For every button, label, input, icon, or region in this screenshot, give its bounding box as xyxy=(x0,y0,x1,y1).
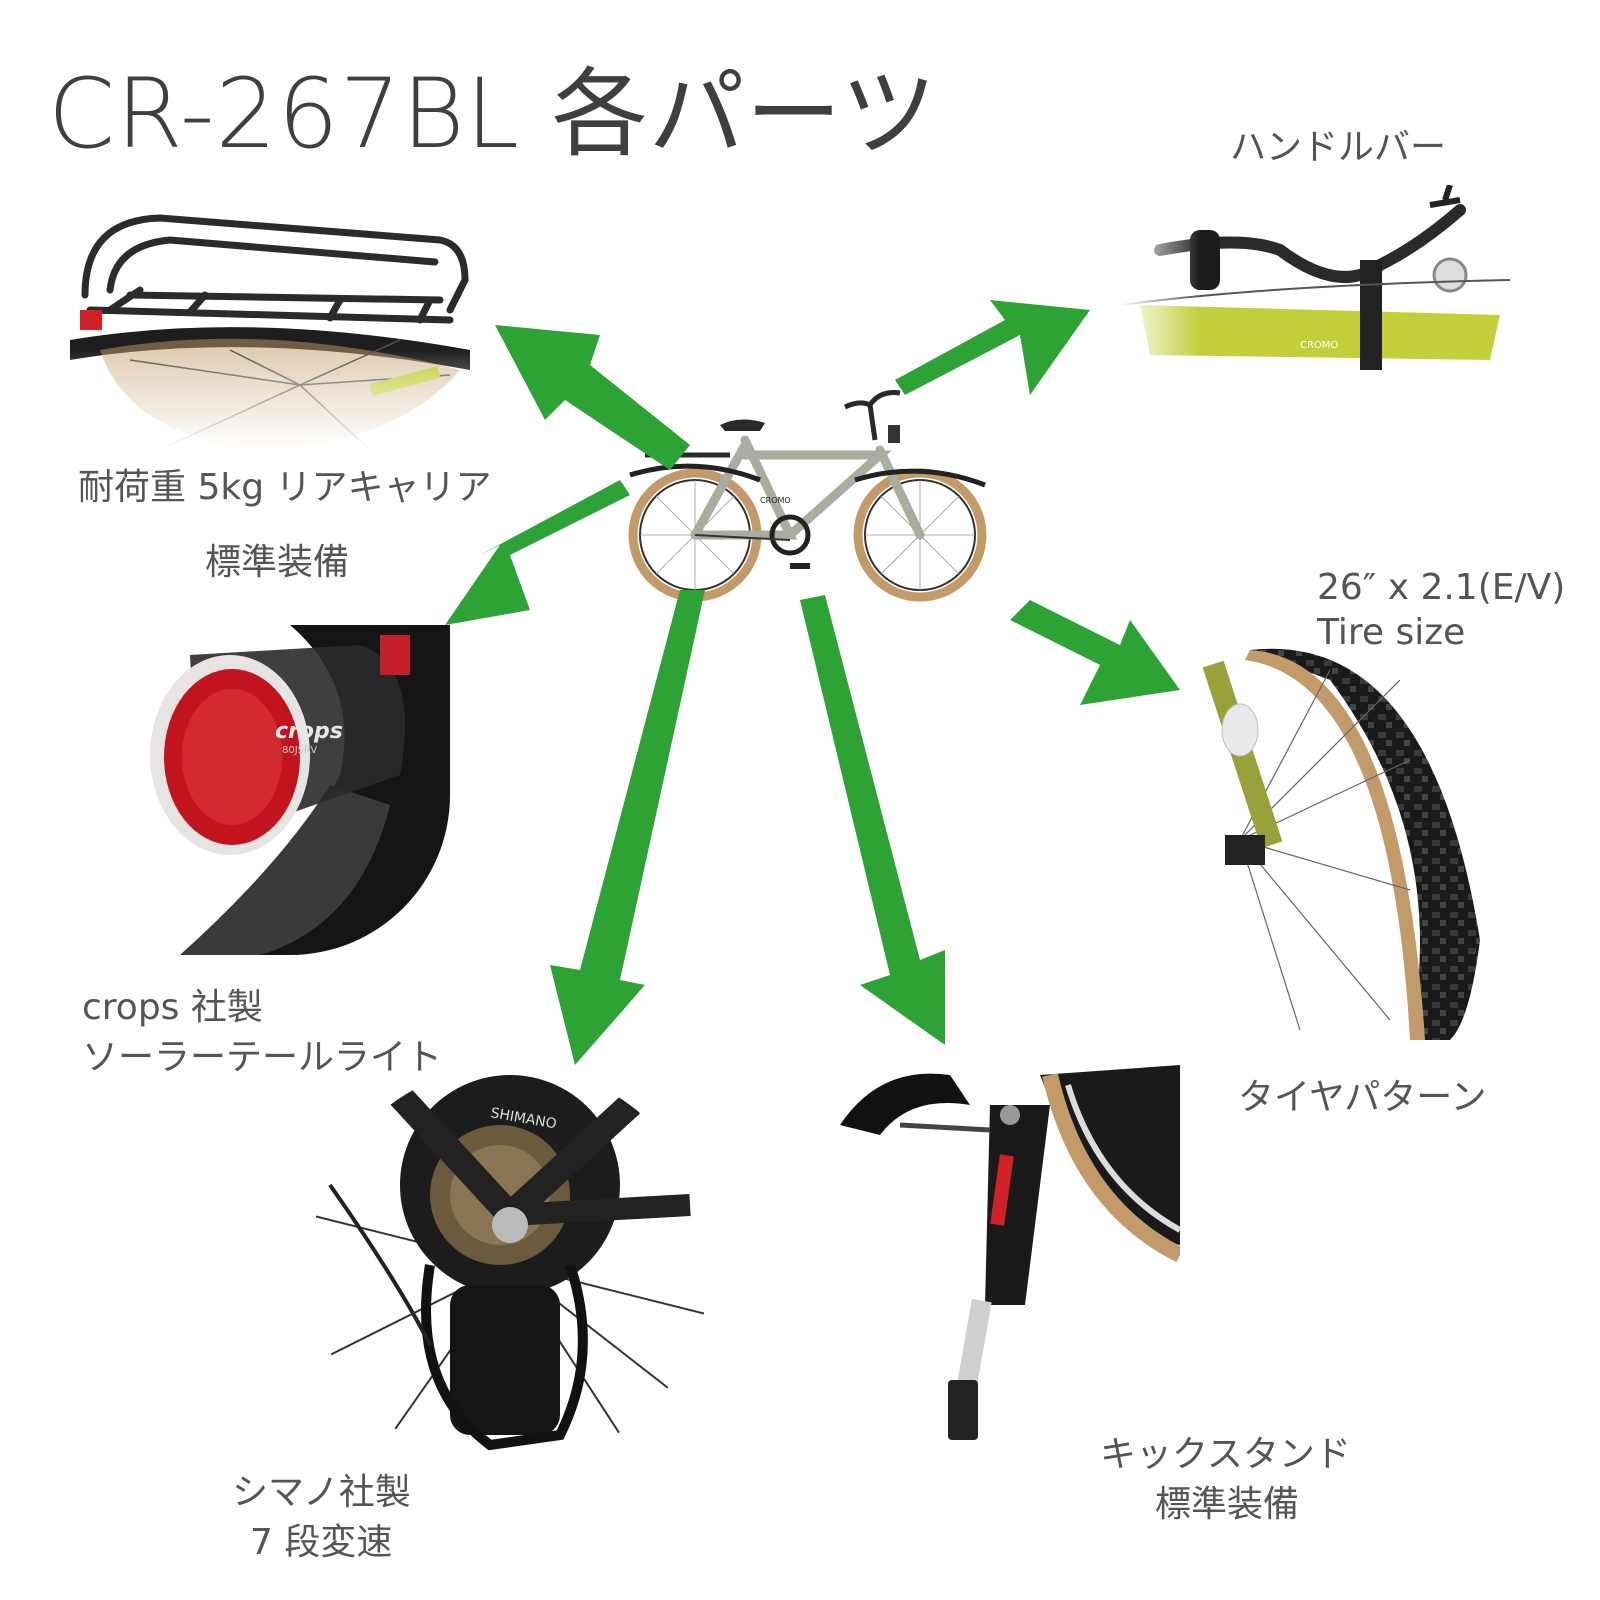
tail-light-label: crops 社製 xyxy=(82,987,263,1028)
page-title: CR-267BL 各パーツ xyxy=(48,58,938,170)
kickstand-label: キックスタンド xyxy=(1100,1434,1351,1475)
rear-carrier-label: 耐荷重 5kg リアキャリア xyxy=(78,467,492,508)
tire-size-label: 26″ x 2.1(E/V) xyxy=(1317,567,1566,608)
tail-light-label-2: ソーラーテールライト xyxy=(82,1037,443,1078)
tire-size-label-2: Tire size xyxy=(1317,612,1466,653)
handlebar-label: ハンドルバー xyxy=(1230,127,1447,168)
tire-pattern-photo xyxy=(1160,640,1490,1040)
tail-light-photo: crops 80JSRV xyxy=(140,625,450,955)
arrow-icon xyxy=(800,595,945,1045)
gears-label-2: 7 段変速 xyxy=(250,1522,393,1563)
bike-photo: CROMO xyxy=(620,385,1010,615)
kickstand-photo xyxy=(840,1065,1180,1445)
arrow-icon xyxy=(895,300,1090,395)
tail-light-brand: crops xyxy=(275,719,343,744)
gears-label: シマノ社製 xyxy=(232,1472,411,1513)
bike-frame-logo: CROMO xyxy=(760,496,791,505)
gears-photo: SHIMANO xyxy=(310,1065,710,1465)
handlebar-photo: CROMO xyxy=(1120,185,1520,385)
kickstand-label-2: 標準装備 xyxy=(1155,1484,1300,1525)
arrow-icon xyxy=(1010,600,1180,705)
rear-carrier-photo xyxy=(70,200,470,450)
arrow-icon xyxy=(550,590,705,1065)
rear-carrier-label-2: 標準装備 xyxy=(205,542,350,583)
tire-pattern-label: タイヤパターン xyxy=(1238,1077,1487,1118)
tail-light-model: 80JSRV xyxy=(282,745,317,756)
